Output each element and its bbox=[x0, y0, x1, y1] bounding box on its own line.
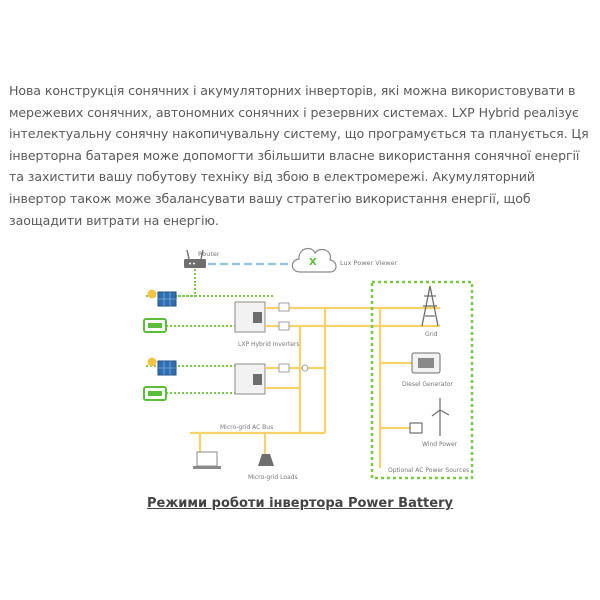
generator-icon bbox=[411, 352, 441, 374]
solar-panel-icon bbox=[157, 291, 177, 376]
hybrid-system-diagram: Router X Lux Power Viewer bbox=[143, 247, 474, 481]
router-icon bbox=[184, 249, 206, 268]
diagram-caption-link[interactable]: Режими роботи інвертора Power Battery bbox=[147, 496, 453, 511]
cloud-icon: X bbox=[291, 247, 337, 273]
wind-label: Wind Power bbox=[422, 441, 458, 448]
battery-icon bbox=[143, 318, 167, 401]
wind-turbine-icon bbox=[409, 398, 450, 436]
viewer-label: Lux Power Viewer bbox=[340, 259, 398, 267]
grid-tower-icon bbox=[421, 285, 439, 327]
router-label: Router bbox=[198, 250, 220, 258]
lamp-icon bbox=[258, 454, 274, 466]
intro-paragraph: Нова конструкція сонячних і акумуляторни… bbox=[9, 83, 589, 228]
inverter-icon bbox=[234, 301, 266, 395]
svg-text:X: X bbox=[309, 257, 317, 268]
laptop-icon bbox=[193, 451, 221, 469]
generator-label: Diesel Generator bbox=[402, 381, 453, 388]
optional-sources-box bbox=[370, 280, 474, 480]
sources-label: Optional AC Power Sources bbox=[388, 467, 469, 474]
grid-label: Grid bbox=[425, 331, 438, 338]
loads-label: Micro-grid Loads bbox=[248, 474, 298, 481]
sun-icon bbox=[147, 289, 157, 367]
bus-label: Micro-grid AC Bus bbox=[220, 424, 273, 431]
inverters-label: LXP Hybrid Inverters bbox=[238, 341, 300, 348]
